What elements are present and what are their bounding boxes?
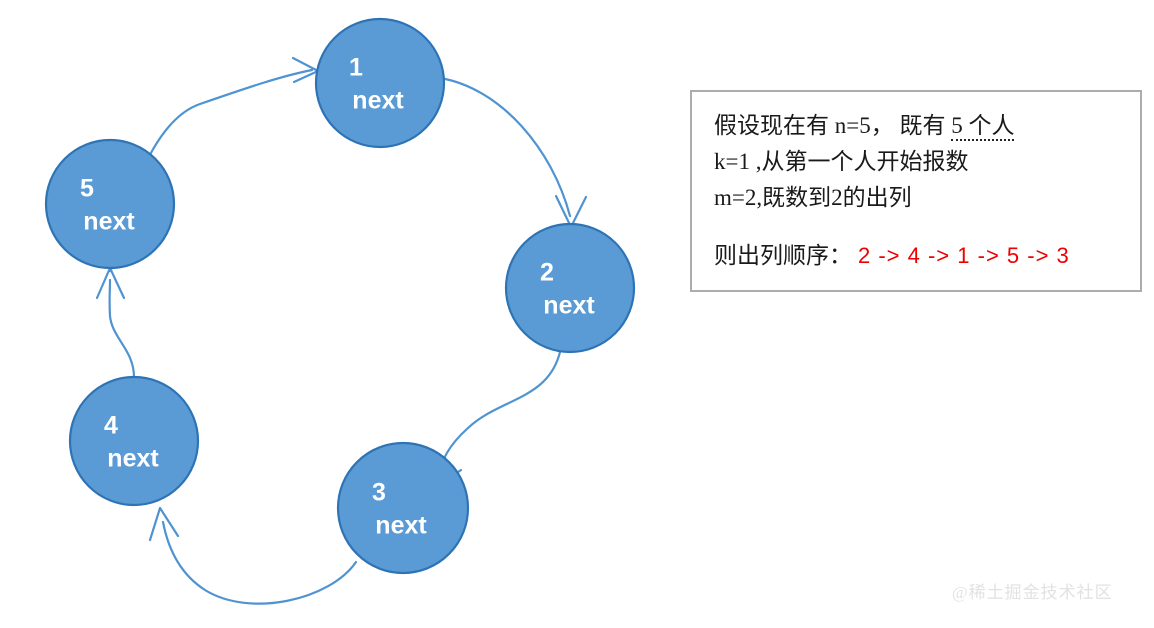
node-4[interactable]: 4 next — [68, 375, 200, 507]
node-1-next: next — [352, 87, 404, 115]
node-5-next: next — [83, 208, 135, 236]
edge-4-to-5 — [95, 266, 136, 379]
edge-3-to-4 — [148, 506, 358, 605]
explanation-box: 假设现在有 n=5， 既有 5 个人 k=1 ,从第一个人开始报数 m=2,既数… — [690, 90, 1142, 292]
explanation-line-2: k=1 ,从第一个人开始报数 — [714, 149, 969, 174]
node-4-id: 4 — [104, 412, 118, 440]
node-3-next: next — [375, 512, 427, 540]
node-5[interactable]: 5 next — [44, 138, 176, 270]
node-5-id: 5 — [80, 175, 94, 203]
watermark: @稀土掘金技术社区 — [952, 583, 1113, 602]
node-4-next: next — [107, 445, 159, 473]
explanation-spacer — [714, 216, 1140, 236]
node-3-id: 3 — [372, 479, 386, 507]
explanation-line-3: m=2,既数到2的出列 — [714, 185, 912, 210]
node-2-id: 2 — [540, 259, 554, 287]
result-sequence: 2 -> 4 -> 1 -> 5 -> 3 — [858, 243, 1070, 268]
node-2-next: next — [543, 292, 595, 320]
explanation-line-1-underlined: 5 个人 — [951, 113, 1015, 141]
explanation-line-1: 假设现在有 n=5， 既有 5 个人 — [714, 108, 1140, 144]
node-3[interactable]: 3 next — [336, 441, 470, 575]
node-2[interactable]: 2 next — [504, 222, 636, 354]
edge-1-to-2 — [438, 76, 588, 229]
explanation-line-1-text: 假设现在有 n=5， 既有 — [714, 113, 952, 138]
explanation-result-row: 则出列顺序： 2 -> 4 -> 1 -> 5 -> 3 — [714, 236, 1140, 270]
node-1-id: 1 — [349, 54, 363, 82]
result-label: 则出列顺序： — [714, 243, 852, 268]
node-1[interactable]: 1 next — [314, 17, 446, 149]
